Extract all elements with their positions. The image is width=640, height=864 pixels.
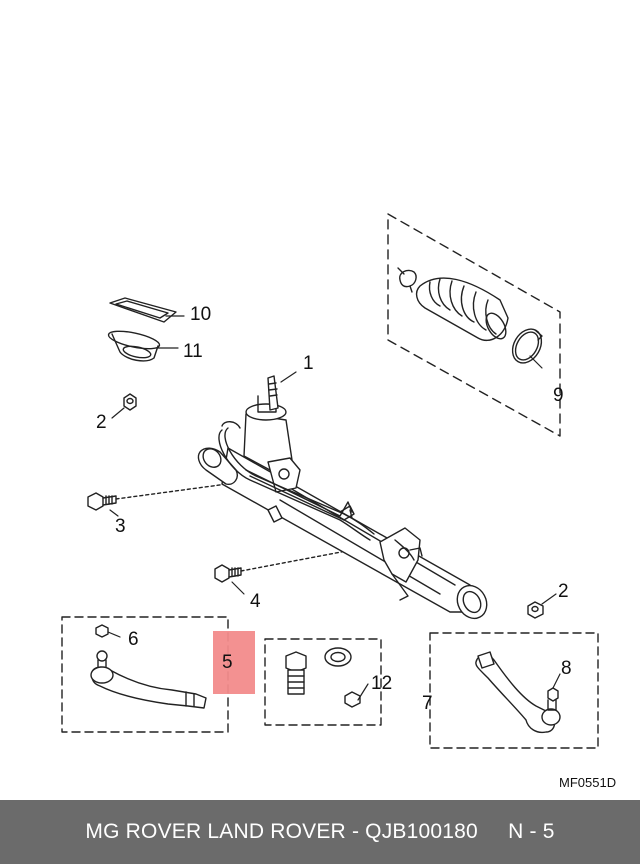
small-seal — [344, 691, 361, 708]
nut-8 — [547, 687, 559, 702]
tie-rod-box-left — [61, 616, 229, 733]
callout-10: 10 — [190, 304, 211, 325]
fitting-kit-box — [264, 638, 382, 726]
part-info-bar: MG ROVER LAND ROVER - QJB100180 N - 5 — [0, 800, 640, 864]
callout-5: 5 — [222, 652, 233, 673]
tie-rod-box-right — [429, 632, 599, 749]
callout-1: 1 — [303, 353, 314, 374]
boot-clamp — [511, 328, 543, 364]
steering-rack-boot — [397, 267, 509, 342]
sealing-washer — [324, 647, 352, 667]
callout-4: 4 — [250, 591, 261, 612]
callout-3: 3 — [115, 516, 126, 537]
callout-2-upper: 2 — [96, 412, 107, 433]
nut-upper — [123, 393, 137, 411]
callout-12: 12 — [371, 673, 392, 694]
callout-11: 11 — [183, 341, 203, 362]
boot-kit-box — [387, 213, 561, 437]
parts-diagram: 1 10 11 2 3 4 5 6 7 8 9 2 12 MF0551D — [61, 213, 616, 790]
callout-9: 9 — [553, 385, 564, 406]
tie-rod-end-right — [475, 651, 561, 734]
union-fitting — [285, 651, 307, 695]
steering-rack-assembly — [197, 375, 488, 620]
part-info-text: MG ROVER LAND ROVER - QJB100180 N - 5 — [85, 820, 555, 843]
mounting-gasket — [109, 297, 177, 323]
callout-2-right: 2 — [558, 581, 569, 602]
leader-lines — [107, 315, 561, 701]
highlighted-callout-box — [213, 631, 255, 694]
nut-right — [527, 601, 544, 619]
tie-rod-end-left — [90, 650, 207, 709]
mounting-bush — [107, 330, 161, 362]
drawing-code: MF0551D — [559, 775, 616, 790]
bolt-3 — [87, 481, 243, 511]
callout-6: 6 — [128, 629, 139, 650]
callout-8: 8 — [561, 658, 572, 679]
nut-6 — [95, 624, 109, 638]
callout-7: 7 — [422, 693, 433, 714]
